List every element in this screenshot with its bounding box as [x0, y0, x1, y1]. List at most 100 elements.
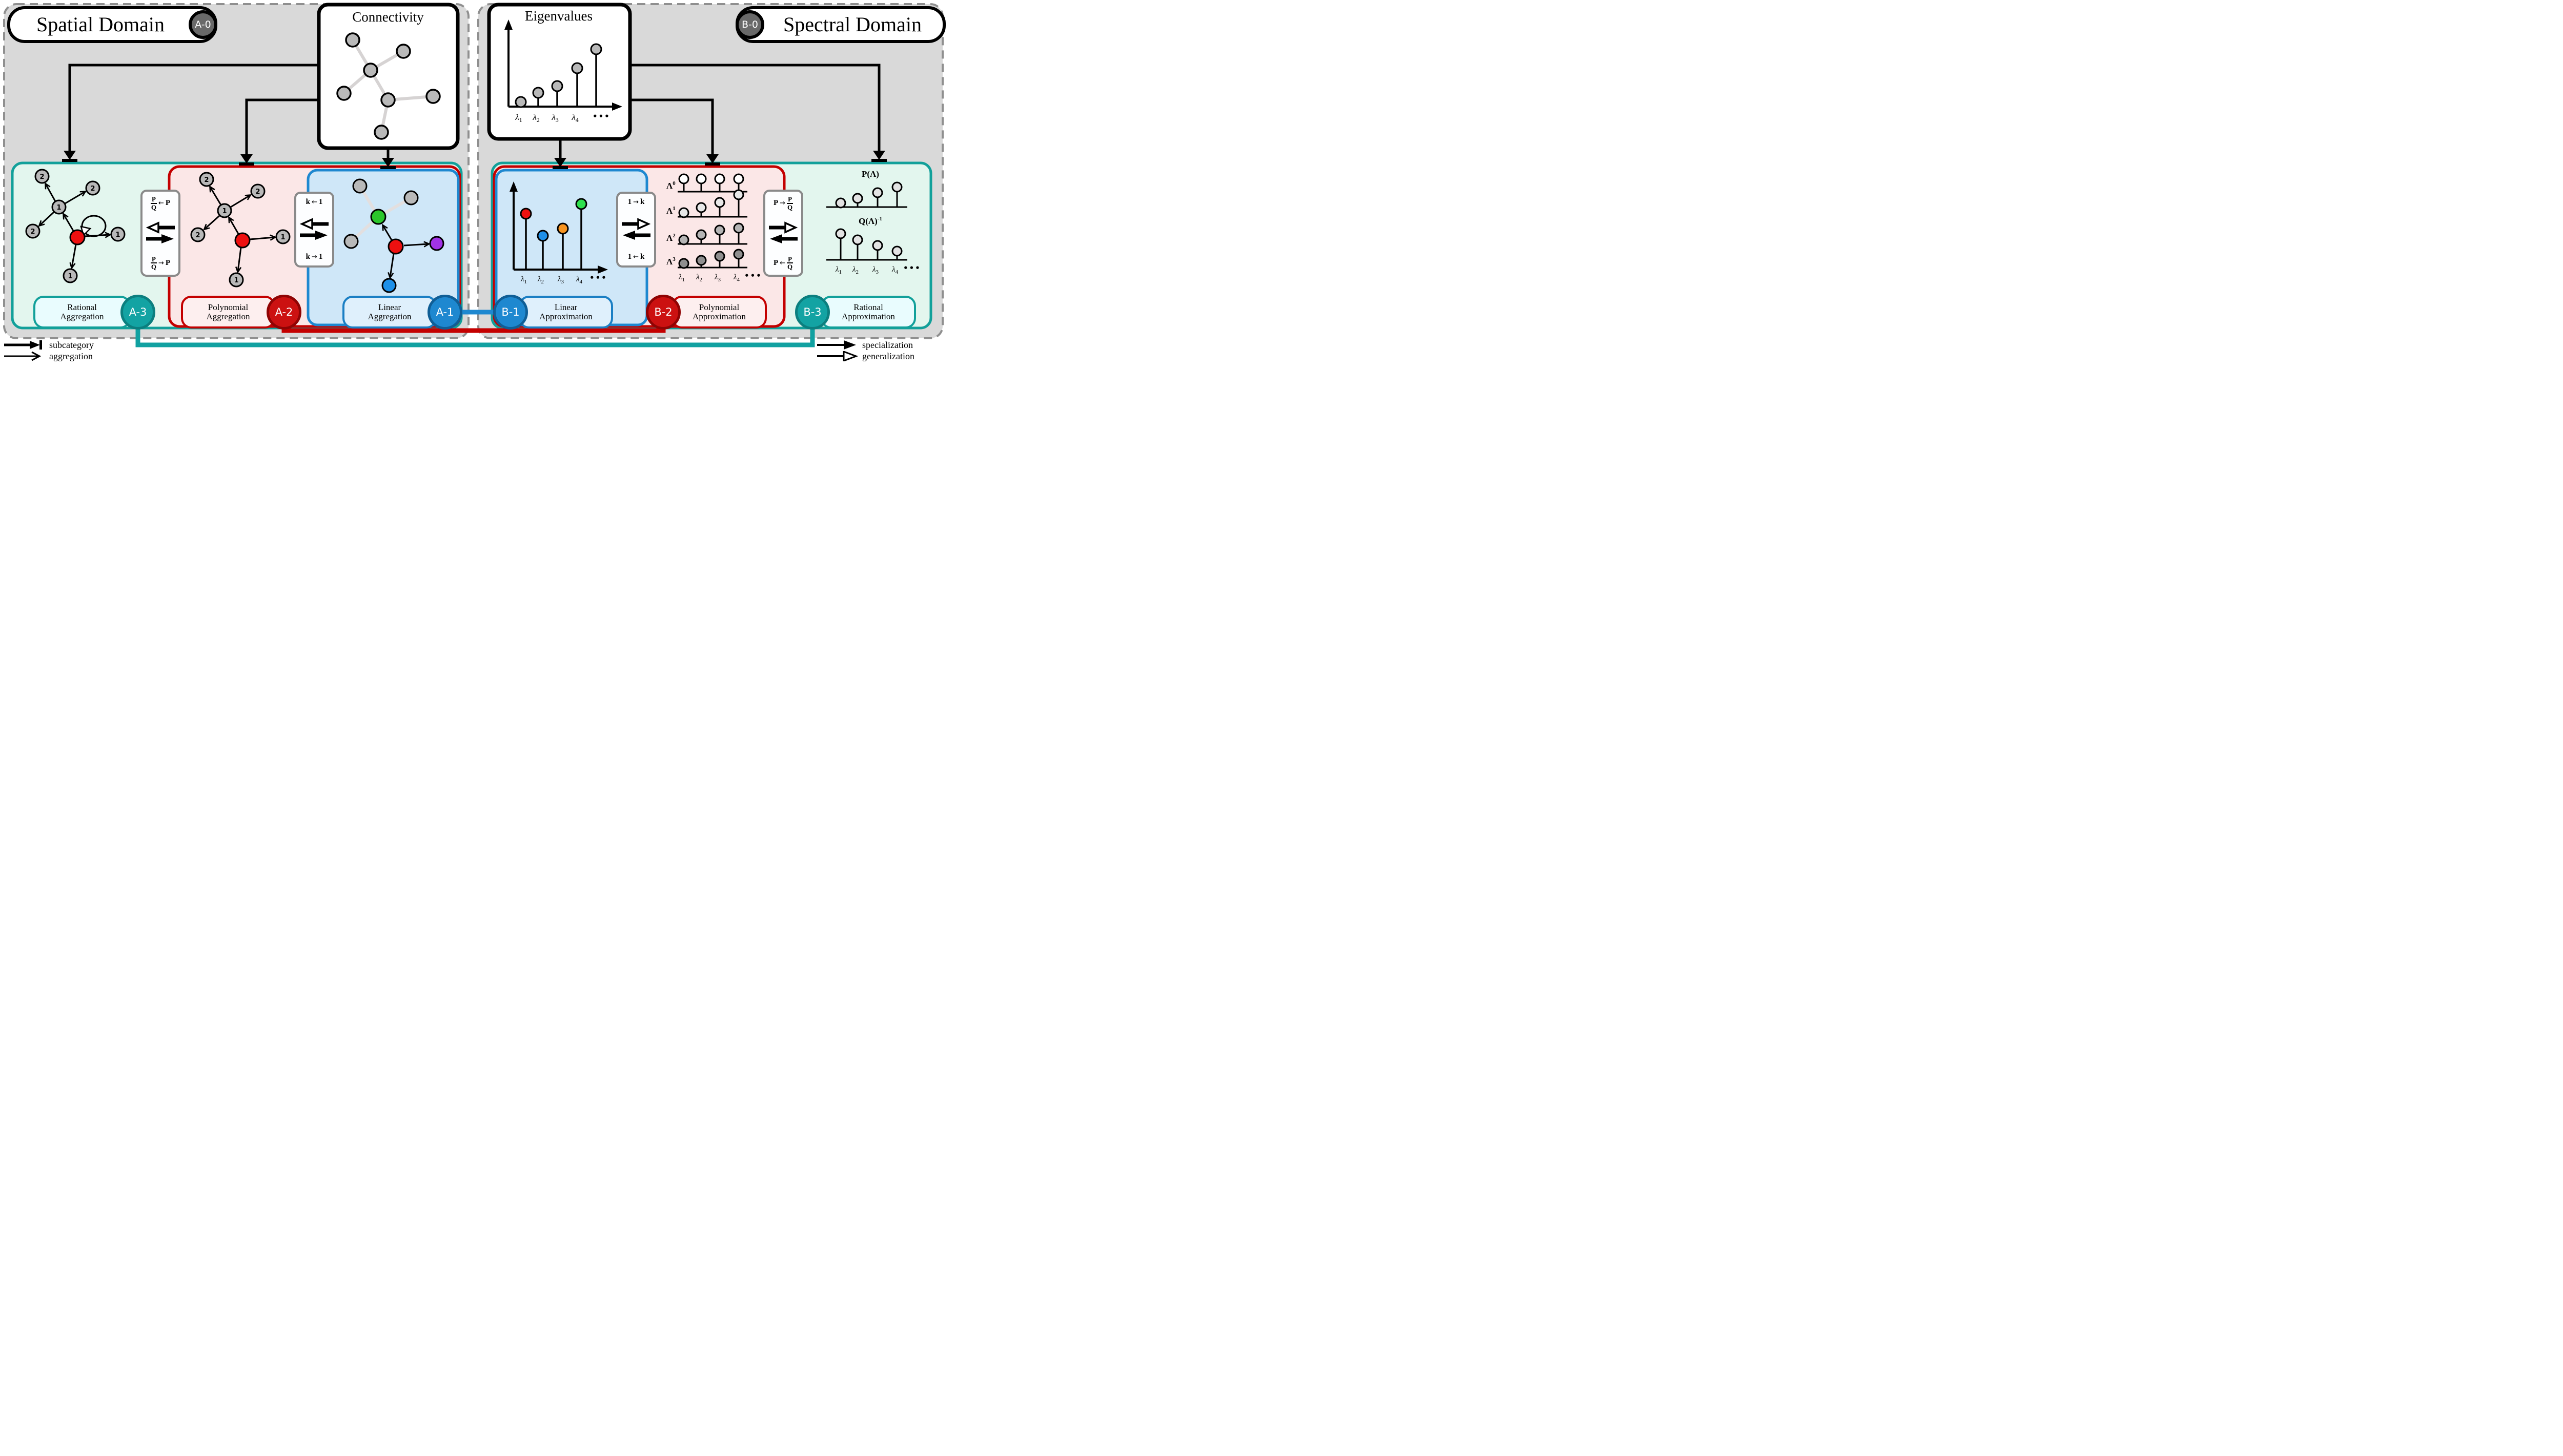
a2-arrows: [205, 187, 275, 272]
a1-red-center-node: [388, 238, 404, 255]
b3-ticks: λ1 λ2 λ3 λ4 •••: [835, 263, 920, 275]
rational-aggregation-graph: 2 2 1 2 1 1: [25, 169, 126, 283]
spectral-domain-title: Spectral Domain: [783, 13, 922, 36]
transform-b1b2-top: 1→k: [627, 198, 645, 206]
connectivity-box: Connectivity: [317, 3, 460, 150]
b1-ticks: λ1 λ2 λ3 λ4 •••: [520, 273, 607, 285]
svg-text:λ1: λ1: [520, 275, 527, 285]
svg-text:Λ2: Λ2: [666, 233, 676, 243]
svg-text:λ2: λ2: [532, 112, 539, 124]
transform-b2b3-big-arrows: [769, 221, 798, 243]
svg-text:1: 1: [68, 273, 72, 280]
diagram-svg: Connectivity Eigenvalues: [3, 3, 944, 347]
svg-text:λ4: λ4: [576, 275, 583, 285]
legend-subcategory: subcategory: [3, 339, 94, 351]
generalization-arrow-icon: [817, 351, 858, 361]
legend-right: specialization generalization: [816, 339, 914, 362]
transform-a2a1-top: k←1: [306, 198, 323, 206]
generalization-arrow-right-icon: [769, 221, 798, 234]
badge-b3: B-3: [795, 295, 830, 330]
a3-red-center-node: [69, 229, 86, 245]
svg-text:λ3: λ3: [872, 265, 879, 275]
generalization-arrow-left-icon: [146, 221, 175, 234]
b2-dots: [678, 173, 744, 269]
y-axis-arrow-icon: [504, 19, 513, 30]
eigenvalues-box: Eigenvalues λ1 λ2 λ3 λ4 •••: [487, 3, 632, 141]
spatial-domain-badge: A-0: [189, 10, 217, 39]
a2-nodes: [190, 172, 291, 288]
subcategory-arrows: [68, 64, 881, 159]
blue-node: [381, 278, 397, 293]
a3-nodes: [25, 169, 126, 283]
transform-a3a2-big-arrows: [146, 221, 175, 243]
linear-approximation-plot: λ1 λ2 λ3 λ4 •••: [510, 181, 608, 285]
q-lambda-inverse-label: Q(Λ)-1: [859, 216, 882, 226]
spatial-domain-title: Spatial Domain: [36, 13, 165, 36]
specialization-arrow-left-icon: [623, 231, 650, 240]
svg-text:λ2: λ2: [537, 275, 544, 285]
svg-text:λ2: λ2: [852, 265, 859, 275]
eigenvalues-dots: [515, 43, 602, 108]
transform-b1b2-big-arrows: [622, 218, 651, 240]
connectivity-title: Connectivity: [352, 9, 424, 25]
a3-node-labels: 2 2 1 2 1 1: [30, 173, 120, 280]
svg-text:Λ3: Λ3: [666, 256, 676, 266]
a2-red-center-node: [234, 232, 251, 249]
a2-node-labels: 2 2 1 2 1 1: [195, 176, 285, 284]
svg-text:λ4: λ4: [733, 273, 740, 283]
svg-text:λ1: λ1: [678, 273, 685, 283]
svg-text:•••: •••: [593, 112, 611, 121]
transform-a2a1-bottom: k→1: [306, 253, 323, 261]
legend-specialization: specialization: [816, 339, 914, 351]
badge-a1: A-1: [428, 295, 462, 330]
subcategory-arrowheads: [62, 151, 887, 169]
svg-text:λ4: λ4: [891, 265, 899, 275]
svg-text:2: 2: [204, 176, 209, 184]
svg-text:λ4: λ4: [571, 112, 578, 124]
eigenvalues-title: Eigenvalues: [525, 8, 593, 24]
b1-x-arrow-icon: [598, 265, 608, 274]
connectivity-nodes: [336, 32, 441, 140]
generalization-arrow-right-icon: [622, 218, 651, 230]
subcategory-arrow-icon: [4, 340, 42, 350]
transform-box-b1-b2: 1→k 1←k: [616, 192, 656, 268]
p-dots: [835, 181, 903, 209]
svg-text:•••: •••: [744, 271, 762, 280]
aggregation-arrow-icon: [4, 351, 42, 361]
svg-text:2: 2: [90, 185, 95, 193]
svg-text:λ3: λ3: [557, 275, 564, 285]
specialization-arrow-left-icon: [770, 234, 798, 243]
transform-a2a1-big-arrows: [299, 218, 329, 240]
svg-text:2: 2: [30, 228, 35, 236]
spectral-domain-badge: B-0: [736, 10, 764, 39]
svg-text:λ3: λ3: [714, 273, 721, 283]
specialization-arrow-right-icon: [300, 231, 328, 240]
svg-text:λ3: λ3: [551, 112, 558, 124]
p-lambda-label: P(Λ): [862, 169, 879, 179]
svg-text:Λ1: Λ1: [666, 206, 676, 216]
svg-text:2: 2: [255, 188, 260, 196]
polynomial-approximation-rows: Λ0 Λ1 Λ2 Λ3 λ1 λ2 λ3 λ4 •••: [666, 173, 762, 283]
transform-b1b2-bottom: 1←k: [627, 253, 645, 261]
purple-node: [429, 236, 444, 251]
specialization-arrow-right-icon: [146, 234, 174, 243]
b1-y-arrow-icon: [510, 181, 518, 192]
svg-text:λ1: λ1: [515, 112, 522, 124]
svg-text:1: 1: [234, 277, 238, 284]
svg-text:Λ0: Λ0: [666, 180, 676, 191]
svg-text:1: 1: [280, 234, 285, 241]
linear-aggregation-graph: [343, 178, 444, 293]
badge-b1: B-1: [493, 295, 528, 330]
legend-left: subcategory aggregation: [3, 339, 94, 362]
svg-text:•••: •••: [589, 273, 607, 282]
svg-text:λ1: λ1: [835, 265, 842, 275]
a1-arrows: [383, 225, 429, 277]
